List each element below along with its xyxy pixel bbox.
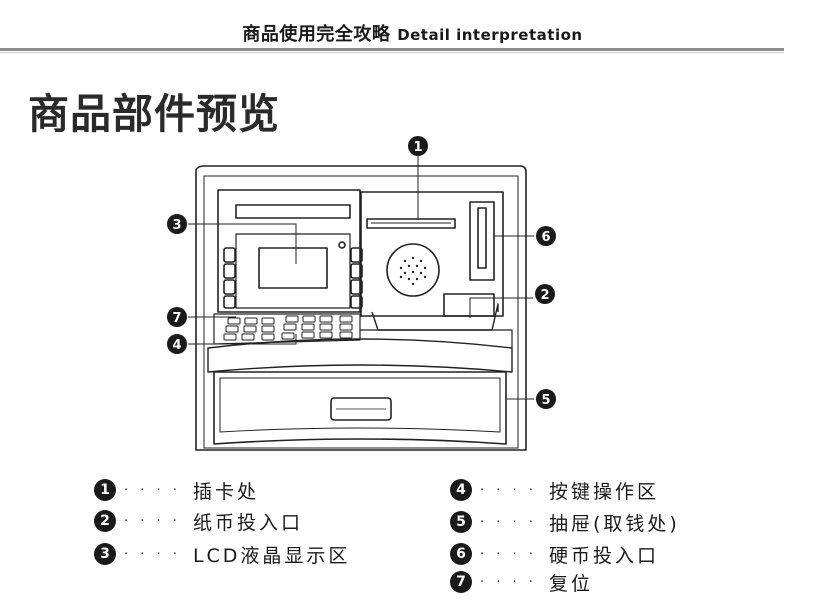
- side-button-right-3: [350, 279, 363, 295]
- side-button-left-1: [223, 247, 236, 263]
- callout-4: 4: [167, 334, 187, 354]
- coin-slot-frame: [469, 201, 495, 281]
- atm-body-inner: [203, 175, 519, 449]
- legend-badge: 2: [94, 510, 116, 532]
- legend-dots: · · · ·: [480, 482, 537, 498]
- header-divider-thin: [0, 52, 784, 53]
- callout-3: 3: [167, 214, 187, 234]
- svg-text:7: 7: [172, 311, 181, 326]
- legend-dots: · · · ·: [124, 482, 181, 498]
- lcd-screen: [258, 247, 328, 289]
- upper-left-panel: [217, 189, 361, 313]
- cabinet-top: [207, 338, 513, 373]
- speaker-grille: [399, 256, 427, 286]
- legend-label: 复位: [548, 572, 593, 595]
- callout-1: 1: [408, 136, 428, 156]
- legend-label: 插卡处: [192, 480, 259, 503]
- legend-badge: 5: [450, 511, 472, 533]
- side-button-right-2: [350, 263, 363, 279]
- legend-label: 抽屉(取钱处): [548, 512, 680, 535]
- bill-tray: [371, 303, 499, 331]
- svg-text:3: 3: [172, 218, 181, 233]
- screen-frame: [235, 233, 351, 309]
- legend-item-1: 1 · · · · 插卡处: [94, 477, 259, 503]
- legend-badge: 4: [450, 479, 472, 501]
- side-button-right-4: [350, 295, 363, 309]
- atm-body-outline: [195, 165, 527, 451]
- bill-slot-frame: [443, 293, 495, 317]
- cabinet-top-right: [360, 329, 513, 348]
- legend-label: 按键操作区: [548, 480, 659, 503]
- header-title-cn: 商品使用完全攻略: [242, 24, 391, 45]
- speaker-circle: [386, 243, 440, 297]
- indicator-dot: [338, 241, 346, 249]
- legend-dots: · · · ·: [480, 514, 537, 530]
- legend-item-3: 3 · · · · LCD液晶显示区: [94, 541, 350, 567]
- upper-right-panel: [360, 191, 504, 317]
- drawer-front: [219, 377, 501, 433]
- legend-item-4: 4 · · · · 按键操作区: [450, 477, 659, 503]
- drawer-handle: [330, 397, 392, 421]
- header-title: 商品使用完全攻略 Detail interpretation: [0, 20, 825, 46]
- keypad-keys: [223, 315, 353, 341]
- legend-badge: 6: [450, 543, 472, 565]
- svg-text:5: 5: [541, 393, 550, 408]
- side-button-left-2: [223, 263, 236, 279]
- card-slot: [366, 218, 456, 229]
- legend-label: 纸币投入口: [192, 511, 303, 534]
- svg-text:1: 1: [413, 140, 422, 155]
- header-title-en: Detail interpretation: [397, 26, 583, 44]
- legend-badge: 1: [94, 479, 116, 501]
- header-divider: [0, 48, 784, 51]
- legend-label: 硬币投入口: [548, 544, 659, 567]
- callout-7: 7: [167, 307, 187, 327]
- legend-badge: 7: [450, 571, 472, 593]
- top-slot-bar: [235, 204, 351, 219]
- legend-label: LCD液晶显示区: [192, 544, 351, 567]
- legend-item-7: 7 · · · · 复位: [450, 569, 593, 595]
- side-button-left-4: [223, 295, 236, 309]
- leader-lines: [188, 156, 534, 400]
- legend-dots: · · · ·: [124, 513, 181, 529]
- page-header: 商品使用完全攻略 Detail interpretation: [0, 0, 825, 55]
- drawer: [213, 371, 507, 445]
- keypad-deck: [213, 313, 361, 345]
- legend-item-6: 6 · · · · 硬币投入口: [450, 541, 659, 567]
- svg-text:4: 4: [172, 338, 181, 353]
- svg-text:2: 2: [540, 288, 549, 303]
- section-title: 商品部件预览: [28, 90, 280, 138]
- callout-5: 5: [536, 389, 556, 409]
- legend-dots: · · · ·: [124, 546, 181, 562]
- callout-2: 2: [535, 284, 555, 304]
- legend-dots: · · · ·: [480, 546, 537, 562]
- side-button-right-1: [350, 247, 363, 263]
- callout-6: 6: [536, 226, 556, 246]
- svg-text:6: 6: [541, 230, 550, 245]
- legend-item-2: 2 · · · · 纸币投入口: [94, 508, 303, 534]
- side-button-left-3: [223, 279, 236, 295]
- legend-dots: · · · ·: [480, 574, 537, 590]
- legend-badge: 3: [94, 543, 116, 565]
- coin-slot: [477, 207, 487, 269]
- legend-item-5: 5 · · · · 抽屉(取钱处): [450, 509, 680, 535]
